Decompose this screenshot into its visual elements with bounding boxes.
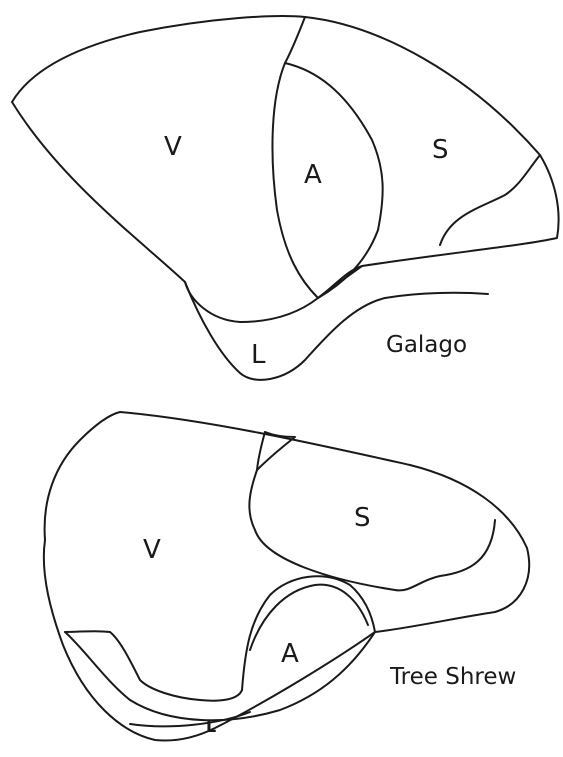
galago-label-s: S — [432, 135, 449, 165]
galago-s-subdivision — [440, 155, 540, 245]
tree-shrew-label-a: A — [281, 639, 299, 669]
tree-shrew-label-l: L — [206, 717, 216, 736]
tree-shrew-outline — [44, 412, 529, 741]
galago-limbic-boundary — [185, 282, 488, 380]
galago-label-l: L — [251, 340, 266, 370]
tree-shrew-a-inner — [250, 585, 368, 650]
galago-label-a: A — [304, 160, 322, 190]
tree-shrew-caption: Tree Shrew — [389, 664, 516, 690]
galago-lateral-boundary — [318, 266, 362, 298]
tree-shrew-ventral-arc — [65, 632, 375, 720]
galago-brain: V A S L — [12, 16, 559, 380]
galago-caption: Galago — [386, 332, 467, 358]
tree-shrew-a-boundary — [242, 576, 375, 690]
galago-auditory-boundary — [272, 63, 382, 298]
tree-shrew-label-s: S — [354, 503, 371, 533]
tree-shrew-lateral-boundary — [65, 631, 242, 701]
tree-shrew-brain: V A S L — [44, 412, 529, 741]
galago-label-v: V — [164, 132, 182, 162]
galago-central-boundary — [285, 17, 305, 63]
tree-shrew-label-v: V — [143, 535, 161, 565]
